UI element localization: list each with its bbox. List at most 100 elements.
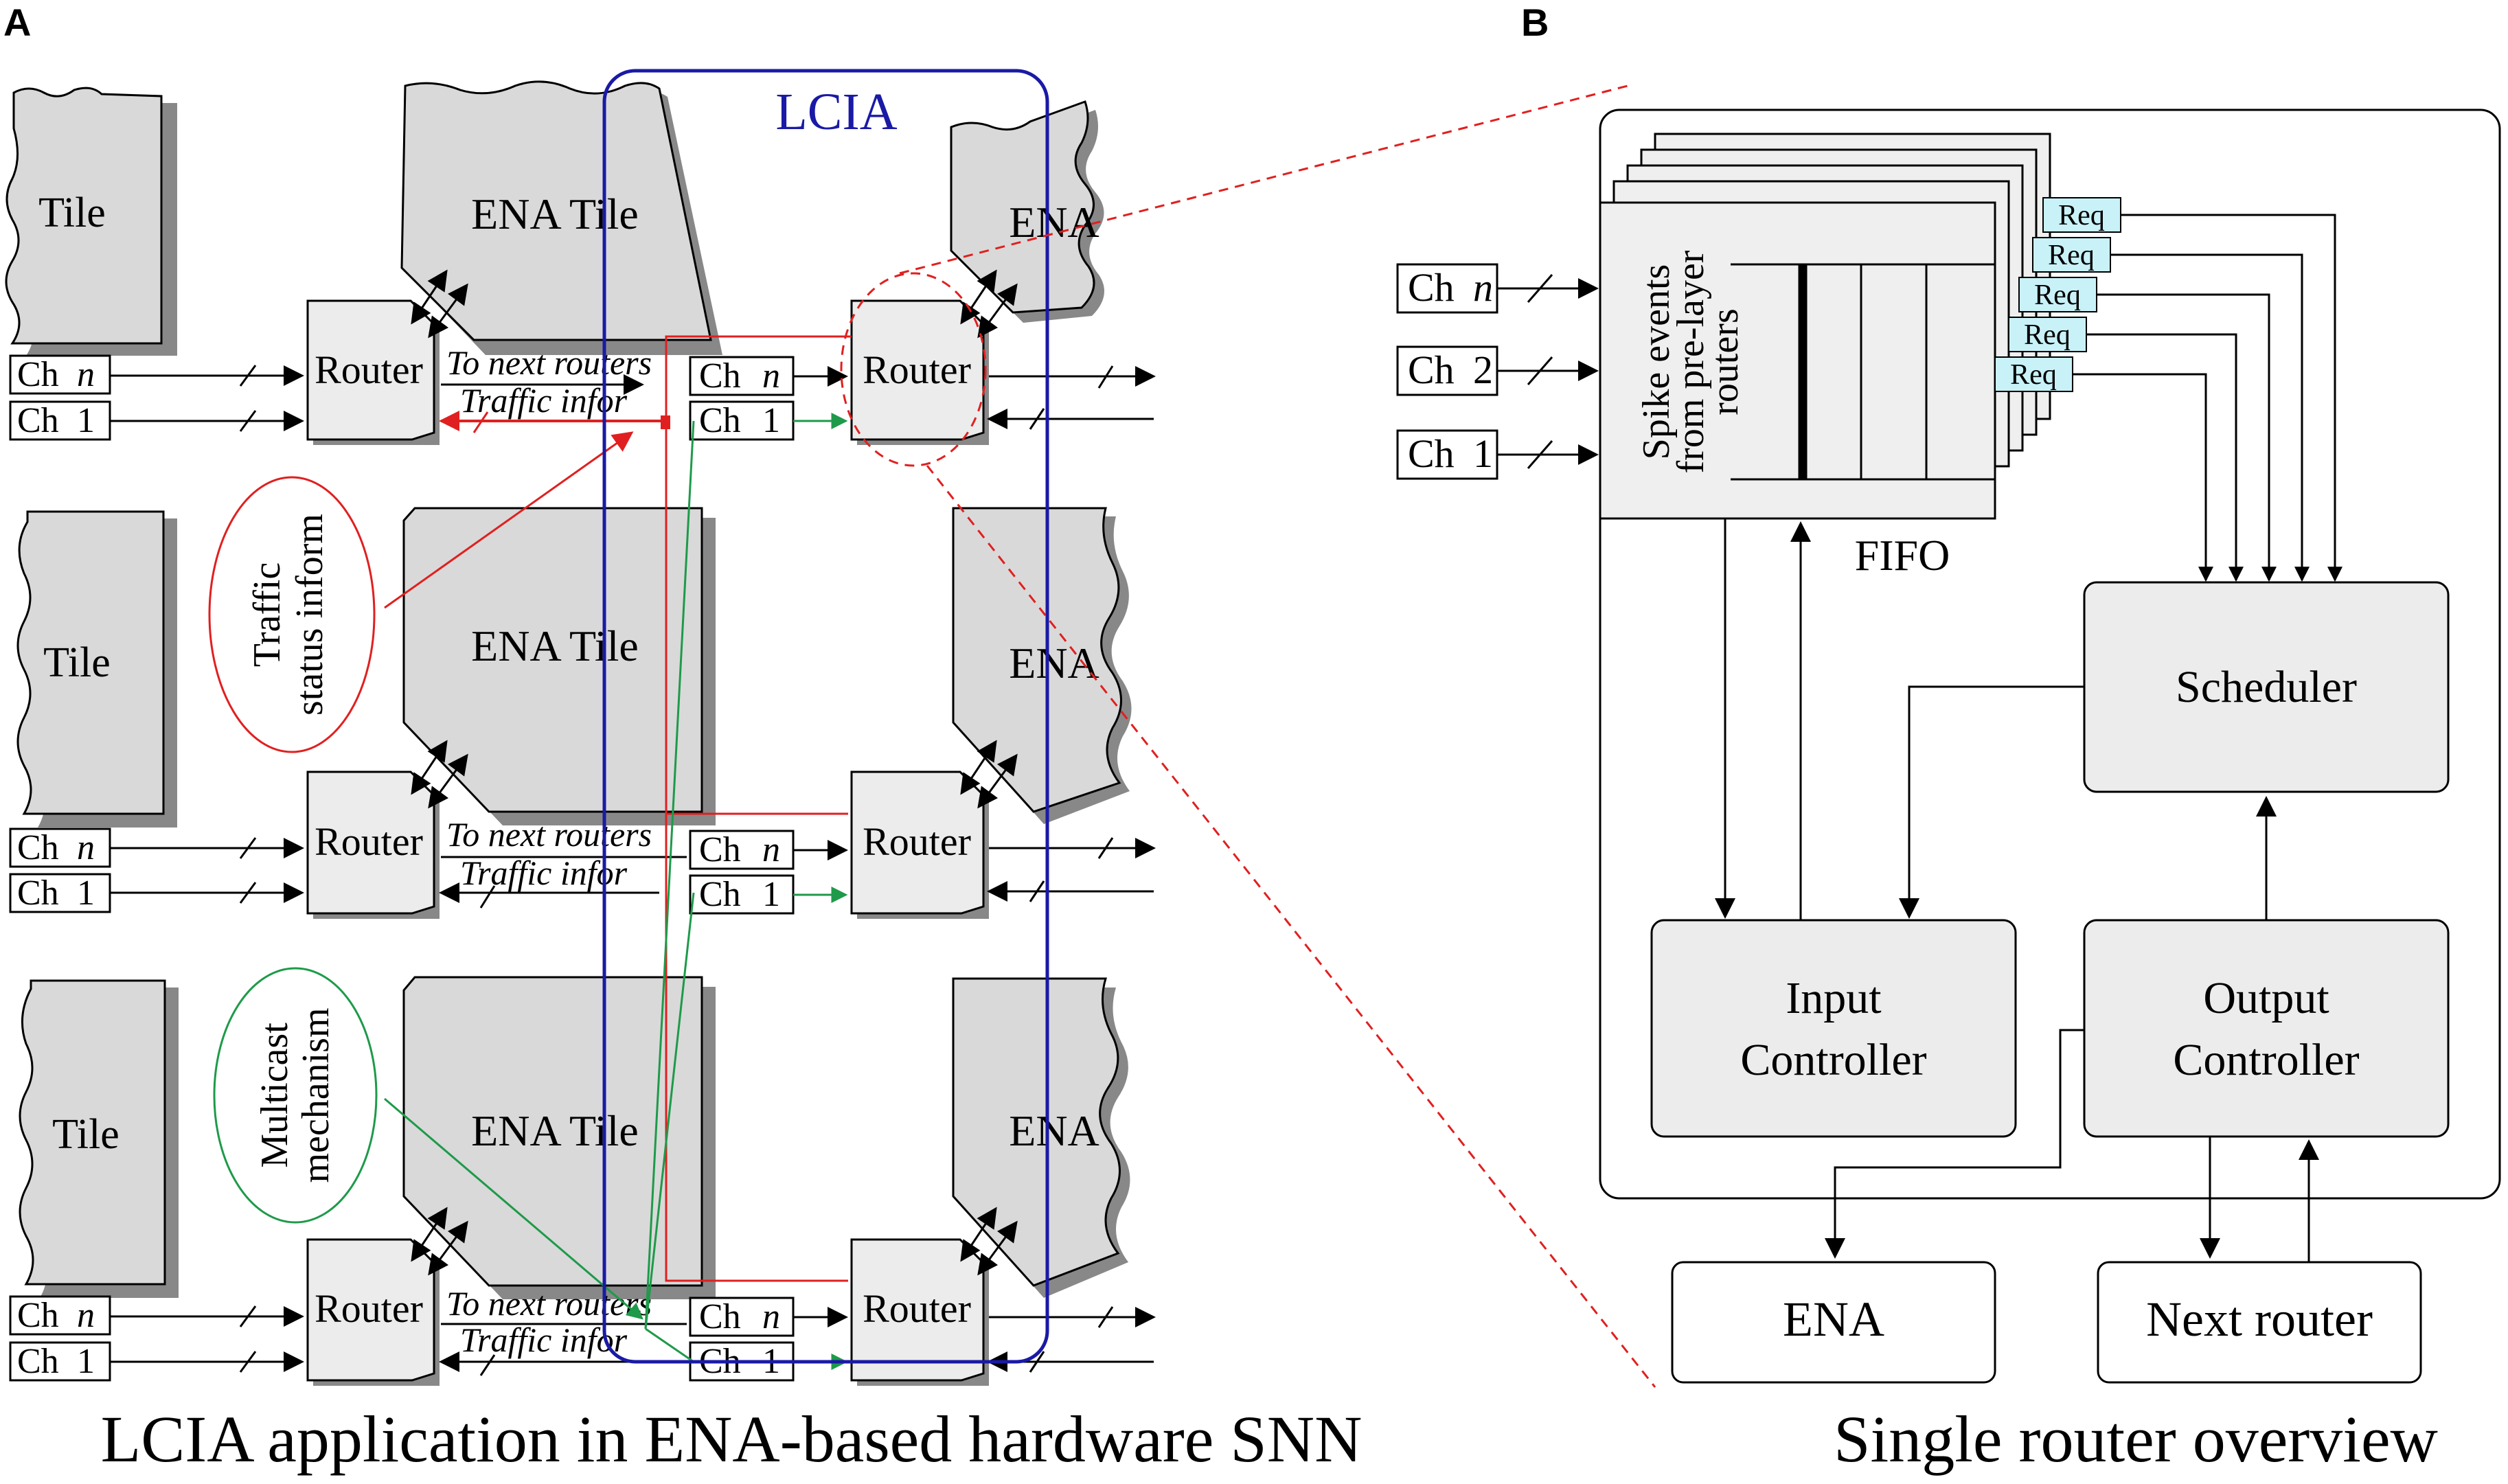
channel-label-n: Ch n [9, 1295, 111, 1336]
ena-output-block: ENA [1671, 1261, 1996, 1384]
fifo-stack: Spike events from pre-layer routers FIFO [1599, 133, 2051, 580]
req-label: Req [2024, 319, 2071, 351]
router-boundary [1599, 109, 2501, 1200]
req-label: Req [2010, 359, 2057, 391]
output-controller-block: Output Controller [2083, 919, 2450, 1138]
channel-prefix: Ch [17, 874, 59, 913]
traffic-status-callout: Traffic status inform [208, 476, 376, 753]
router-internal-wiring [1715, 518, 2319, 1262]
channel-prefix: Ch [699, 1297, 741, 1336]
multicast-callout-line2: mechanism [295, 1007, 337, 1183]
req-tags: Req Req Req Req Req [1994, 197, 2121, 392]
router-left-row-2: Router [306, 770, 440, 919]
panel-a-caption: LCIA application in ENA-based hardware S… [101, 1402, 1363, 1476]
lcia-region [602, 69, 1049, 1364]
ena-row-3: ENA [952, 977, 1130, 1298]
tile-label: Tile [38, 190, 106, 236]
channel-prefix: Ch [1408, 347, 1455, 392]
channel-label-1: Ch 1 [9, 873, 111, 913]
zoom-lines [899, 84, 1656, 1388]
channel-1: 1 [762, 875, 780, 914]
channel-1: 1 [762, 401, 780, 440]
channel-label-1: Ch 1 [1396, 429, 1498, 480]
left-channels: Ch n Ch 1 Ch n Ch 1 Ch n [9, 354, 304, 1382]
channel-label-n: Ch n [9, 354, 111, 395]
next-router-block: Next router [2097, 1261, 2422, 1384]
channel-prefix: Ch [699, 830, 741, 869]
input-controller-block: Input Controller [1650, 919, 2017, 1138]
traffic-infor-label: Traffic infor [460, 854, 628, 892]
ena-label: ENA [1009, 639, 1099, 687]
router-left-row-1: Router [306, 299, 440, 445]
panel-a-letter: A [3, 1, 31, 44]
channel-prefix: Ch [17, 355, 59, 394]
channel-label-n: Ch n [689, 356, 795, 396]
router-label: Router [863, 347, 971, 392]
lcia-label: LCIA [775, 83, 897, 141]
router-label: Router [863, 819, 971, 864]
ena-tile-row-1: ENA Tile [400, 80, 722, 355]
multicast-callout-line1: Multicast [253, 1023, 296, 1168]
channel-prefix: Ch [1408, 431, 1455, 476]
ena-label: ENA [1009, 1106, 1099, 1155]
ena-tile-row-3: ENA Tile [402, 976, 716, 1299]
router-right-row-2: Router [850, 770, 989, 919]
output-controller-line2: Controller [2173, 1035, 2359, 1085]
input-controller-line2: Controller [1740, 1035, 1926, 1085]
req-wires [2073, 214, 2342, 582]
channel-label-1: Ch 1 [9, 1341, 111, 1382]
channel-prefix: Ch [1408, 265, 1455, 310]
router-channels: Ch n Ch 2 Ch 1 [1396, 263, 1599, 480]
traffic-infor-label: Traffic infor [460, 381, 628, 420]
channel-prefix: Ch [699, 875, 741, 914]
traffic-callout-line2: status inform [288, 514, 331, 716]
router-label: Router [315, 1286, 423, 1331]
router-label: Router [315, 347, 423, 392]
scheduler-block: Scheduler [2083, 581, 2450, 793]
to-next-routers-label: To next routers [446, 815, 652, 854]
tile-label: Tile [52, 1111, 119, 1158]
req-label: Req [2048, 240, 2095, 271]
right-router-outputs [987, 365, 1156, 1373]
multicast-callout: Multicast mechanism [213, 967, 378, 1224]
ena-tile-label: ENA Tile [471, 1106, 639, 1155]
ena-tile-label: ENA Tile [471, 621, 639, 670]
channel-prefix: Ch [17, 1342, 59, 1381]
channel-label-2: Ch 2 [1396, 345, 1498, 396]
channel-n: n [762, 1297, 780, 1336]
to-next-routers-label: To next routers [446, 1284, 652, 1323]
req-label: Req [2058, 200, 2105, 231]
channel-label-1: Ch 1 [9, 400, 111, 441]
fifo-text-line3: routers [1704, 308, 1746, 415]
next-router-label: Next router [2146, 1292, 2373, 1347]
channel-n: n [77, 355, 95, 394]
channel-label-n: Ch n [689, 1297, 795, 1337]
multicast-wiring [384, 420, 695, 1363]
panel-a: A Tile Tile Tile ENA Tile ENA Tile [3, 1, 1656, 1476]
scheduler-label: Scheduler [2176, 662, 2357, 712]
req-label: Req [2034, 279, 2081, 311]
router-label: Router [315, 819, 423, 864]
channel-prefix: Ch [699, 356, 741, 396]
channel-label-n: Ch n [689, 830, 795, 870]
channel-1: 1 [77, 1342, 95, 1381]
channel-n: n [1473, 265, 1493, 310]
router-left-row-3: Router [306, 1238, 440, 1386]
channel-label-n: Ch n [1396, 263, 1498, 314]
channel-prefix: Ch [699, 401, 741, 440]
fifo-label: FIFO [1855, 531, 1950, 580]
tile-row-2: Tile [16, 510, 177, 827]
ena-label: ENA [1009, 198, 1099, 247]
tile-label: Tile [43, 639, 111, 686]
panel-b-caption: Single router overview [1834, 1402, 2438, 1476]
output-controller-line1: Output [2203, 973, 2329, 1023]
channel-n: n [762, 830, 780, 869]
channel-1: 1 [77, 401, 95, 440]
fifo-text-line2: from pre-layer [1669, 250, 1712, 473]
traffic-node [661, 415, 670, 429]
panel-b-letter: B [1521, 1, 1549, 44]
channel-prefix: Ch [17, 1296, 59, 1335]
channel-prefix: Ch [17, 828, 59, 867]
channel-1: 1 [1473, 431, 1493, 476]
router-label: Router [863, 1286, 971, 1331]
